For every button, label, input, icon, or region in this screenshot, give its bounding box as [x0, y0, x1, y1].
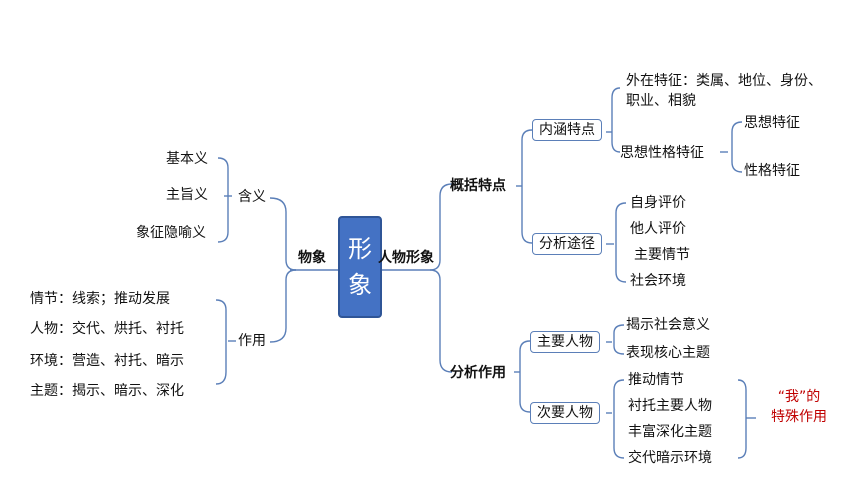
function-item-1: 情节：线索；推动发展 — [30, 291, 170, 307]
main-item-1: 揭示社会意义 — [626, 317, 710, 333]
box-approach: 分析途径 — [532, 233, 602, 255]
function-item-3: 环境：营造、衬托、暗示 — [30, 353, 184, 369]
function-item-2: 人物：交代、烘托、衬托 — [30, 321, 184, 337]
approach-item-3: 主要情节 — [634, 247, 690, 263]
branch-wuxiang: 物象 — [298, 250, 326, 266]
node-function: 作用 — [238, 333, 266, 349]
center-node: 形 象 — [338, 216, 382, 318]
box-connotation: 内涵特点 — [532, 119, 602, 141]
secondary-item-4: 交代暗示环境 — [628, 450, 712, 466]
node-character-traits: 思想性格特征 — [620, 145, 704, 161]
box-main-character: 主要人物 — [530, 331, 600, 353]
main-item-2: 表现核心主题 — [626, 345, 710, 361]
external-features: 外在特征：类属、地位、身份、职业、相貌 — [626, 73, 822, 109]
approach-item-4: 社会环境 — [630, 273, 686, 289]
branch-character-image: 人物形象 — [378, 250, 434, 266]
secondary-item-3: 丰富深化主题 — [628, 424, 712, 440]
meaning-item-3: 象征隐喻义 — [136, 225, 206, 241]
node-analysis: 分析作用 — [450, 365, 506, 381]
secondary-item-1: 推动情节 — [628, 372, 684, 388]
function-item-4: 主题：揭示、暗示、深化 — [30, 383, 184, 399]
trait-personality: 性格特征 — [744, 163, 800, 179]
node-meaning: 含义 — [238, 189, 266, 205]
note-line-1: “我”的 — [777, 389, 821, 405]
center-char-1: 形 — [348, 235, 372, 263]
node-summary: 概括特点 — [450, 178, 506, 194]
meaning-item-2: 主旨义 — [166, 187, 208, 203]
trait-thought: 思想特征 — [744, 115, 800, 131]
meaning-item-1: 基本义 — [166, 151, 208, 167]
approach-item-1: 自身评价 — [630, 195, 686, 211]
note-line-2: 特殊作用 — [771, 409, 827, 425]
center-char-2: 象 — [348, 271, 372, 299]
box-secondary-character: 次要人物 — [530, 402, 600, 424]
approach-item-2: 他人评价 — [630, 221, 686, 237]
secondary-item-2: 衬托主要人物 — [628, 398, 712, 414]
